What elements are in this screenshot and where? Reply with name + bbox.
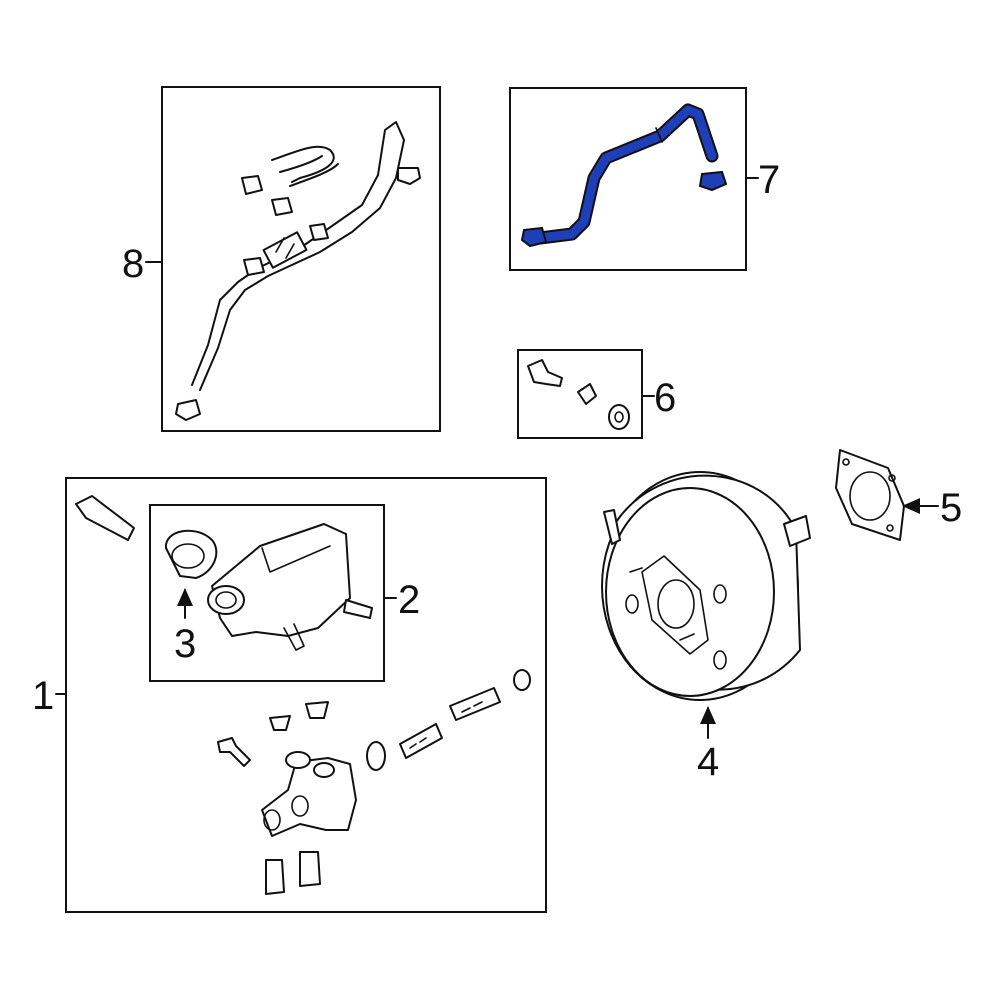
- callout-1[interactable]: 1: [32, 674, 54, 718]
- grommet-2[interactable]: [305, 701, 329, 719]
- part-group-6-box: 6: [517, 349, 676, 439]
- fastener-kit[interactable]: [527, 359, 630, 430]
- callout-2[interactable]: 2: [398, 578, 420, 622]
- part-group-1-box: 1: [32, 477, 547, 913]
- hose-clamp-7-top: [698, 170, 728, 192]
- hose-clamp-top: [397, 167, 421, 185]
- callout-5[interactable]: 5: [940, 486, 962, 530]
- fitting-2[interactable]: [299, 851, 321, 887]
- callout-4[interactable]: 4: [697, 740, 719, 784]
- seal-ring-large[interactable]: [366, 741, 386, 771]
- hose-clamp-2: [271, 197, 293, 216]
- vacuum-hose-highlighted[interactable]: [520, 103, 728, 248]
- callout-6[interactable]: 6: [654, 376, 676, 420]
- check-valve: [262, 231, 308, 269]
- bolt: [527, 359, 563, 387]
- nut: [577, 383, 597, 405]
- hose-clamp-3: [309, 223, 329, 241]
- hose-clamp-7-bottom: [520, 226, 548, 248]
- seal-ring-small[interactable]: [513, 669, 531, 691]
- hose-clamp-bottom: [175, 399, 201, 421]
- callout-7[interactable]: 7: [758, 158, 780, 202]
- part-group-8-box: 8: [122, 86, 441, 432]
- booster-gasket[interactable]: [835, 449, 905, 541]
- grommet-1[interactable]: [269, 715, 291, 731]
- hose-clamp-1: [241, 175, 263, 195]
- brake-fluid-reservoir[interactable]: [207, 523, 373, 651]
- washer: [608, 404, 630, 430]
- part-group-2-box: 2: [149, 504, 420, 682]
- secondary-piston[interactable]: [399, 723, 443, 759]
- reservoir-cap[interactable]: [164, 529, 218, 579]
- hose-clamp-4: [243, 257, 265, 276]
- level-sensor[interactable]: [75, 495, 135, 541]
- callout-8[interactable]: 8: [122, 242, 144, 286]
- vacuum-hose-assembly[interactable]: [175, 121, 421, 421]
- master-cylinder[interactable]: [261, 751, 357, 837]
- mounting-bolt[interactable]: [217, 737, 251, 767]
- brake-booster[interactable]: [601, 471, 811, 701]
- primary-piston[interactable]: [449, 687, 501, 721]
- fitting-1[interactable]: [265, 859, 285, 895]
- part-group-7-box: 7: [509, 87, 780, 271]
- callout-3[interactable]: 3: [174, 622, 196, 666]
